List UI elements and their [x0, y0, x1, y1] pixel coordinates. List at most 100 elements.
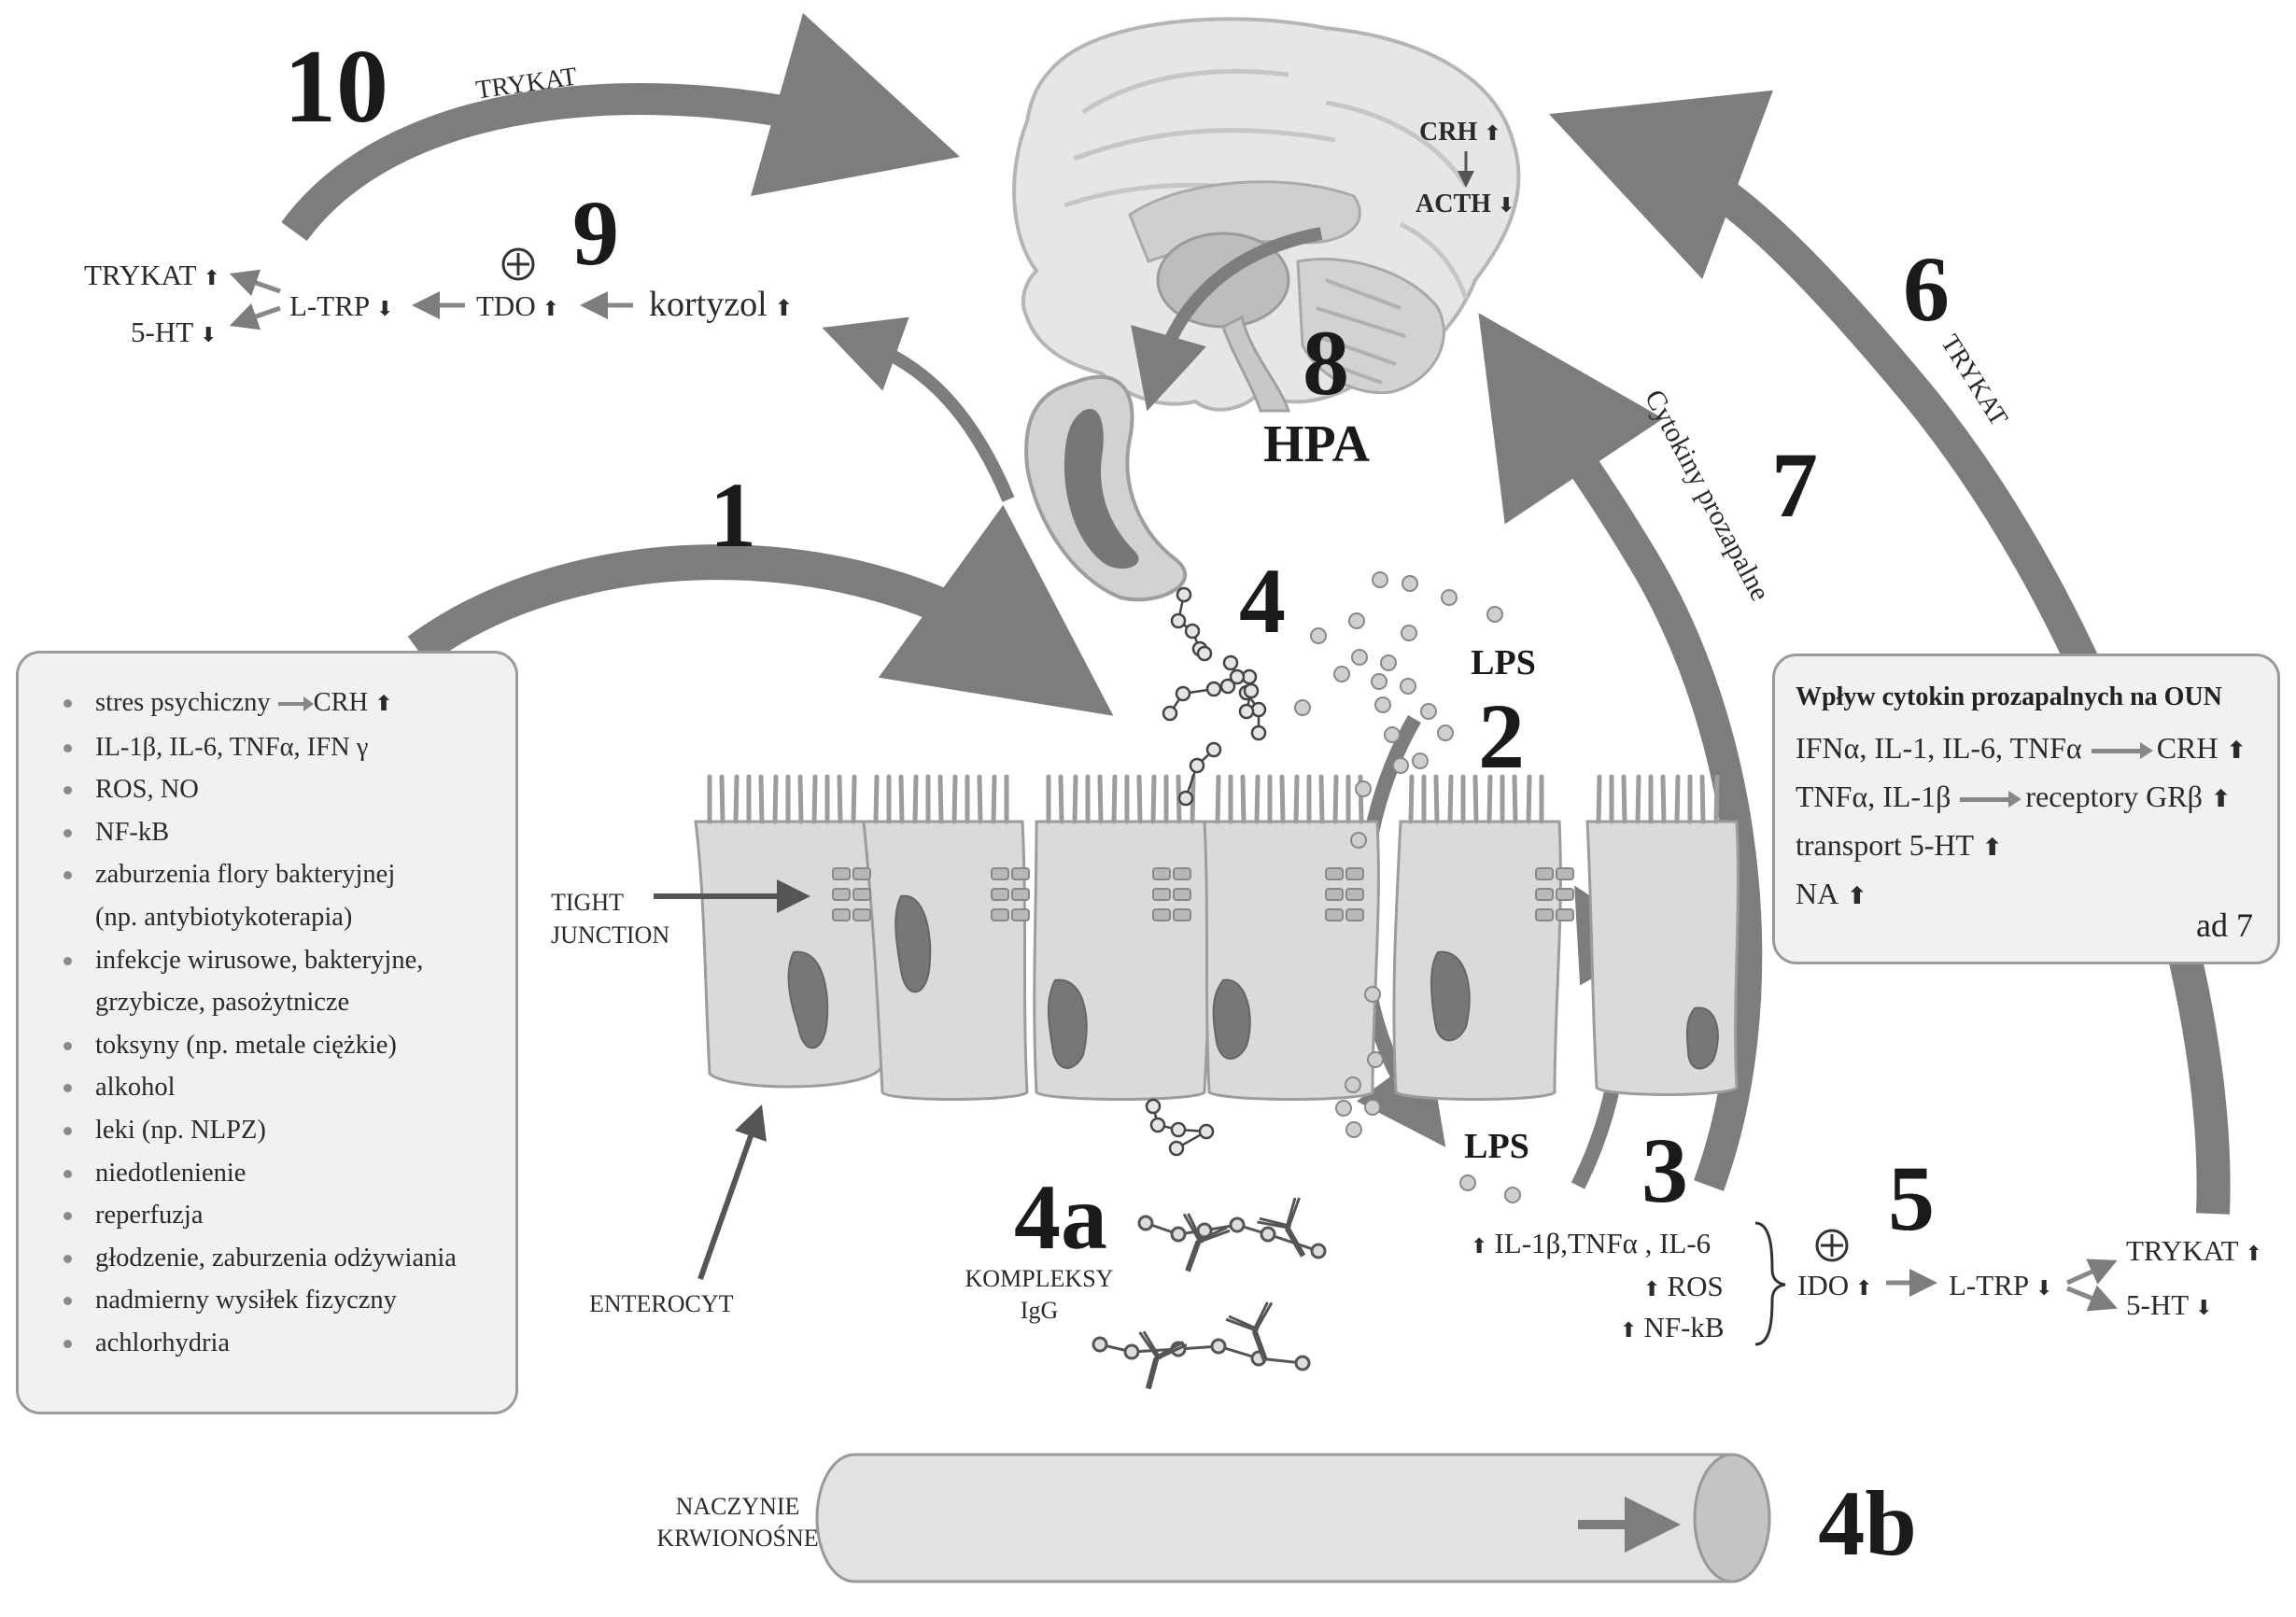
- step-4a: 4a: [1014, 1165, 1107, 1269]
- chain-node: [1198, 1123, 1215, 1140]
- complex-node: [1210, 1338, 1227, 1355]
- microvillus: [1279, 774, 1286, 824]
- step-3: 3: [1641, 1118, 1688, 1222]
- complex-node: [1294, 1355, 1311, 1371]
- microvillus: [898, 774, 905, 824]
- tight-junction: [1152, 908, 1171, 921]
- lps-dot: [1345, 1076, 1361, 1093]
- tight-junction: [1152, 888, 1171, 901]
- p5-il: ⬆ IL-1β,TNFα , IL-6: [1471, 1227, 1711, 1259]
- p5-ido: IDO ⬆: [1797, 1269, 1873, 1301]
- microvillus: [1526, 774, 1532, 824]
- lps-dot: [1364, 1099, 1381, 1116]
- p9-5ht: 5-HT ⬇: [131, 316, 218, 348]
- tight-junction: [1173, 867, 1191, 880]
- label-krwionosne: KRWIONOŚNE: [656, 1525, 818, 1552]
- complex-node: [1260, 1226, 1276, 1243]
- list-item: achlorhydria: [58, 1322, 515, 1365]
- p5-ltrp: L-TRP ⬇: [1949, 1269, 2053, 1301]
- tight-junction: [832, 867, 851, 880]
- complex-node: [1310, 1243, 1327, 1259]
- chain-node: [1219, 678, 1236, 695]
- chain-node: [1170, 612, 1187, 629]
- tight-junction: [832, 888, 851, 901]
- complex-node: [1123, 1343, 1140, 1360]
- step-6: 6: [1903, 237, 1950, 341]
- microvillus: [1097, 774, 1104, 824]
- step-4: 4: [1239, 549, 1286, 653]
- list-item: toksyny (np. metale ciężkie): [58, 1024, 515, 1067]
- lps-dot: [1364, 986, 1381, 1003]
- microvillus: [1318, 774, 1325, 824]
- lps-dot: [1380, 654, 1397, 671]
- tight-junction: [1535, 908, 1554, 921]
- chain-node: [1170, 1121, 1187, 1138]
- tight-junction: [1173, 888, 1191, 901]
- arrow-6: [1548, 90, 2231, 1215]
- microvillus: [733, 774, 740, 824]
- lps-dot: [1420, 703, 1437, 720]
- list-item: leki (np. NLPZ): [58, 1109, 515, 1152]
- arrow-7: [1478, 313, 1763, 1191]
- brace: [1754, 1221, 1786, 1346]
- label-enterocyt: ENTEROCYT: [589, 1290, 734, 1317]
- epithelium: [694, 774, 1740, 1101]
- microvillus: [811, 774, 818, 824]
- arrow-8: [1131, 227, 1323, 412]
- microvillus: [1254, 774, 1261, 824]
- microvillus: [1699, 774, 1706, 824]
- arrow-ltrp-5ht-bottom: [2066, 1285, 2118, 1312]
- label-lps-top: LPS: [1471, 643, 1536, 682]
- microvillus: [1072, 774, 1078, 824]
- lps-dot: [1400, 678, 1416, 695]
- chain-node: [1176, 586, 1192, 603]
- microvillus: [1111, 774, 1118, 824]
- tight-junction: [1345, 908, 1364, 921]
- label-lps-bottom: LPS: [1464, 1127, 1529, 1166]
- lps-dot: [1441, 589, 1458, 606]
- microvillus: [758, 774, 765, 824]
- lps-dot: [1333, 666, 1350, 682]
- step-5: 5: [1888, 1146, 1935, 1250]
- tight-junction: [1556, 888, 1574, 901]
- lps-dot: [1350, 832, 1367, 849]
- step-4b: 4b: [1818, 1471, 1917, 1575]
- step-10: 10: [284, 29, 388, 145]
- microvillus: [1621, 774, 1627, 824]
- lps-dot: [1504, 1187, 1521, 1203]
- microvillus: [851, 774, 857, 824]
- microvillus: [837, 774, 843, 824]
- lps-dot: [1355, 780, 1372, 797]
- list-item: zaburzenia flory bakteryjnej: [58, 853, 515, 896]
- lps-dot: [1392, 757, 1409, 774]
- lps-dot: [1371, 673, 1387, 690]
- tight-junction: [1556, 908, 1574, 921]
- chain-node: [1229, 668, 1246, 685]
- p9-kortyzol: kortyzol ⬆: [649, 285, 793, 324]
- adrenal-gland: [1024, 374, 1187, 602]
- chain-node: [1168, 1140, 1185, 1157]
- lps-particles: [1294, 571, 1521, 1203]
- complex-node: [1137, 1215, 1154, 1231]
- label-kompleksy: KOMPLEKSY: [965, 1265, 1114, 1292]
- complex-node: [1092, 1336, 1108, 1353]
- microvillus: [1447, 774, 1454, 824]
- tight-junction: [1556, 867, 1574, 880]
- step-1: 1: [710, 463, 756, 567]
- microvillus: [1713, 774, 1720, 824]
- lps-dot: [1384, 726, 1401, 743]
- list-item: głodzenie, zaburzenia odżywiania: [58, 1237, 515, 1280]
- lps-dot: [1402, 575, 1418, 592]
- label-igg: IgG: [1021, 1297, 1058, 1324]
- step-7: 7: [1771, 433, 1818, 537]
- microvillus: [1512, 774, 1518, 824]
- list-item: reperfuzja: [58, 1194, 515, 1237]
- tight-junction: [832, 908, 851, 921]
- microvillus: [1433, 774, 1440, 824]
- p5-ros: ⬆ ROS: [1643, 1270, 1724, 1302]
- list-item: IL-1β, IL-6, TNFα, IFN γ: [58, 726, 515, 769]
- plus-circle-icon-5: [1815, 1229, 1849, 1262]
- tight-junction: [1173, 908, 1191, 921]
